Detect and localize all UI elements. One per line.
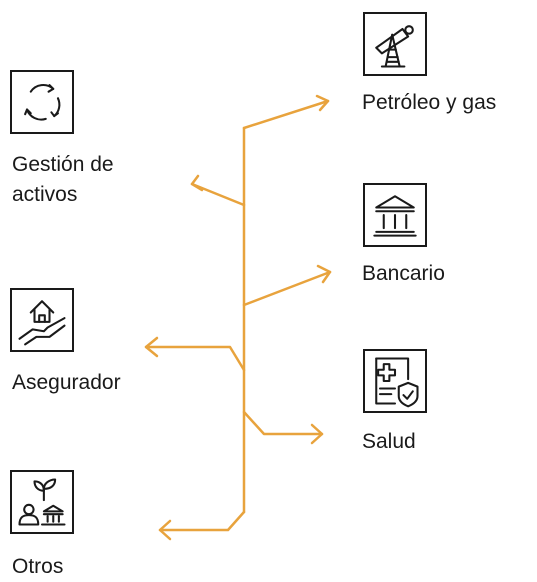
label-petroleo: Petróleo y gas — [362, 91, 497, 114]
plant-person-bank-icon — [18, 478, 66, 526]
bank-icon — [373, 195, 417, 237]
branch-bancario — [242, 270, 332, 307]
label-bancario: Bancario — [362, 262, 445, 285]
arrowhead-gestion — [190, 174, 204, 192]
arrowhead-bancario — [316, 264, 332, 284]
arrowhead-asegurador — [144, 336, 159, 358]
branch-gestion — [190, 182, 246, 207]
oil-pump-icon — [375, 25, 414, 68]
label-gestion-line1: Gestión de — [12, 153, 114, 176]
branch-otros — [158, 510, 246, 532]
bank-icon-box — [363, 183, 427, 247]
cycle-arrows-icon-box — [10, 70, 74, 134]
health-document-icon-box — [363, 349, 427, 413]
arrowhead-petroleo — [315, 94, 330, 112]
house-in-hand-icon — [18, 300, 66, 346]
label-salud: Salud — [362, 430, 416, 453]
label-asegurador: Asegurador — [12, 371, 121, 394]
label-gestion-line2: activos — [12, 183, 78, 206]
health-document-icon — [375, 357, 419, 408]
house-in-hand-icon-box — [10, 288, 74, 352]
branch-petroleo — [242, 99, 330, 130]
label-otros: Otros — [12, 555, 64, 578]
branch-salud — [242, 410, 324, 436]
branch-asegurador — [144, 345, 246, 372]
oil-pump-icon-box — [363, 12, 427, 76]
plant-person-bank-icon-box — [10, 470, 74, 534]
arrowhead-otros — [158, 519, 172, 541]
cycle-arrows-icon — [24, 84, 61, 121]
arrowhead-salud — [310, 423, 324, 445]
